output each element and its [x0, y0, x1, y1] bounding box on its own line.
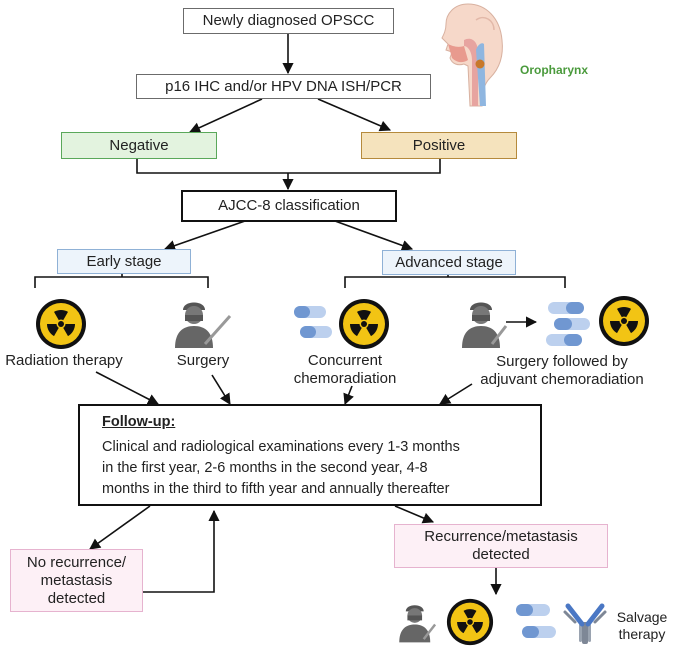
arrow-concurrent-to-followup [343, 385, 354, 406]
arrow-adjuvant-to-followup [439, 383, 473, 405]
arrow-test-to-negative [188, 98, 263, 133]
concurrent-line-2: chemoradiation [293, 370, 397, 387]
salvage-therapy-label: Salvage therapy [612, 609, 672, 643]
antibody-icon [563, 603, 607, 644]
no-recurrence-line-1: No recurrence/ [26, 553, 127, 571]
arrow-followup-to-norecurrence [89, 505, 151, 550]
no-recurrence-box: No recurrence/ metastasis detected [10, 549, 143, 612]
arrow-ajcc-to-advanced [334, 220, 414, 251]
surgery-label: Surgery [176, 352, 230, 369]
no-recurrence-line-3: detected [47, 589, 106, 607]
followup-heading: Follow-up: [102, 414, 176, 430]
advanced-stage-box: Advanced stage [382, 250, 516, 275]
radiation-icon [36, 299, 86, 349]
pill-capsule-icon [294, 306, 332, 338]
arrow-norecurrence-loop [143, 509, 220, 593]
radiation-icon [339, 299, 389, 349]
salvage-line-1: Salvage [616, 609, 668, 625]
concurrent-label: Concurrent chemoradiation [280, 352, 410, 388]
recurrence-line-2: detected [472, 546, 530, 563]
early-stage-label: Early stage [86, 252, 162, 270]
ajcc-label: AJCC-8 classification [218, 197, 360, 214]
pill-capsule-icon [546, 302, 590, 346]
surgeon-icon [462, 302, 508, 348]
radiation-icon [446, 598, 494, 646]
followup-box: Follow-up: Clinical and radiological exa… [78, 404, 542, 506]
recurrence-box: Recurrence/metastasis detected [394, 524, 608, 568]
positive-label: Positive [412, 136, 466, 154]
no-recurrence-line-2: metastasis [40, 571, 113, 589]
negative-label: Negative [109, 136, 169, 154]
salvage-line-2: therapy [618, 625, 666, 642]
start-label: Newly diagnosed OPSCC [202, 12, 375, 29]
arrow-ajcc-to-early [163, 220, 246, 251]
ajcc-box: AJCC-8 classification [181, 190, 397, 222]
surgery-adjuvant-label: Surgery followed by adjuvant chemoradiat… [464, 353, 660, 389]
followup-line-3: months in the third to fifth year and an… [102, 481, 450, 498]
oropharynx-label: Oropharynx [520, 63, 589, 77]
radiation-icon [599, 296, 649, 346]
pill-capsule-icon [516, 604, 556, 638]
early-stage-box: Early stage [57, 249, 191, 274]
bracket-advanced [344, 276, 566, 288]
surgeon-icon [175, 302, 232, 348]
test-box: p16 IHC and/or HPV DNA ISH/PCR [136, 74, 431, 99]
surgery-adjuvant-line-1: Surgery followed by [496, 353, 628, 370]
arrow-surgery-to-followup [211, 374, 231, 405]
head-anatomy-icon [441, 3, 503, 107]
positive-box: Positive [361, 132, 517, 159]
surgeon-icon [399, 605, 437, 643]
followup-line-2: in the first year, 2-6 months in the sec… [102, 460, 428, 477]
merge-bracket-results [136, 158, 441, 174]
arrow-radiation-to-followup [95, 371, 159, 405]
arrow-test-to-positive [317, 98, 392, 132]
start-box: Newly diagnosed OPSCC [183, 8, 394, 34]
test-label: p16 IHC and/or HPV DNA ISH/PCR [165, 77, 402, 95]
concurrent-line-1: Concurrent [307, 352, 383, 369]
followup-line-1: Clinical and radiological examinations e… [102, 439, 460, 456]
surgery-adjuvant-line-2: adjuvant chemoradiation [480, 371, 644, 388]
recurrence-line-1: Recurrence/metastasis [424, 528, 578, 545]
radiation-therapy-label: Radiation therapy [5, 352, 123, 369]
arrow-followup-to-recurrence [394, 505, 435, 524]
bracket-early [34, 276, 209, 288]
advanced-stage-label: Advanced stage [395, 253, 503, 271]
negative-box: Negative [61, 132, 217, 159]
